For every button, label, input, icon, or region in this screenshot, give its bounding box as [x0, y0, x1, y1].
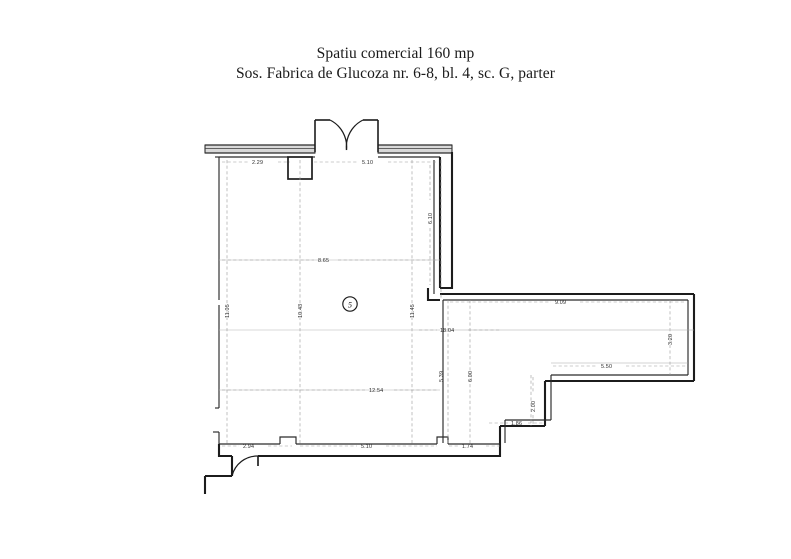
dimension-label: 2.94	[243, 444, 254, 450]
dimension-label: 9.09	[555, 300, 566, 306]
dimension-label: 1.86	[511, 421, 522, 427]
dimension-6-10: 6.10	[428, 165, 434, 285]
dimension-label: 5.10	[361, 444, 372, 450]
secondary-entrance-door	[231, 455, 259, 477]
dimension-3-20: 3.20	[668, 334, 674, 345]
dimension-18-04: 18.04	[419, 328, 500, 334]
dimension-2-29: 2.29	[222, 160, 290, 166]
page-title: Spatiu comercial 160 mp	[316, 45, 475, 62]
dimension-label: 2.29	[252, 160, 263, 166]
plan-title-block: Spatiu comercial 160 mp Sos. Fabrica de …	[0, 44, 791, 84]
dimension-label: 3.20	[668, 334, 674, 345]
dimension-5-39: 5.39	[439, 371, 445, 382]
dimension-8-65: 8.65	[222, 258, 438, 264]
dimension-11-45: 11.45	[410, 304, 416, 318]
dimension-9-09: 9.09	[450, 300, 686, 306]
dimension-label: 6.00	[468, 371, 474, 382]
room-number-text: 5	[348, 300, 352, 309]
page-subtitle-address: Sos. Fabrica de Glucoza nr. 6-8, bl. 4, …	[235, 65, 556, 82]
dimension-label: 12.54	[369, 388, 383, 394]
room-number-marker: 5	[342, 296, 358, 312]
dimension-label: 2.00	[531, 401, 537, 412]
dimension-label: 18.04	[440, 328, 454, 334]
top-exterior-wall	[204, 144, 453, 154]
dimension-1-86: 1.86	[489, 421, 543, 427]
dimension-label: 6.10	[428, 213, 434, 224]
dimension-12-54: 12.54	[222, 388, 438, 394]
dimension-label: 11.05	[225, 304, 231, 318]
main-room-walls	[213, 156, 440, 444]
dimension-2-94: 2.94	[222, 444, 292, 450]
dimension-label: 8.65	[318, 258, 329, 264]
dimension-label: 11.45	[410, 304, 416, 318]
dimension-2-00: 2.00	[531, 377, 537, 424]
dimension-6-00: 6.00	[468, 371, 474, 382]
dimension-1-74: 1.74	[449, 444, 500, 450]
dimension-11-05: 11.05	[225, 304, 231, 318]
dimension-bottom-5-10: 5.10	[300, 444, 437, 450]
dimension-5-50: 5.50	[553, 364, 686, 370]
dimension-label: 5.50	[601, 364, 612, 370]
dimension-guidelines	[219, 160, 694, 444]
dimension-label: 1.74	[462, 444, 473, 450]
bottom-wall	[203, 436, 502, 494]
dimension-top-5-10: 5.10	[314, 160, 438, 166]
dimension-label: 5.10	[362, 160, 373, 166]
main-entrance-double-door	[314, 119, 379, 152]
dimension-10-43: 10.43	[298, 304, 304, 318]
dimension-label: 5.39	[439, 371, 445, 382]
dimension-label: 10.43	[298, 304, 304, 318]
right-wing-walls	[426, 152, 696, 448]
